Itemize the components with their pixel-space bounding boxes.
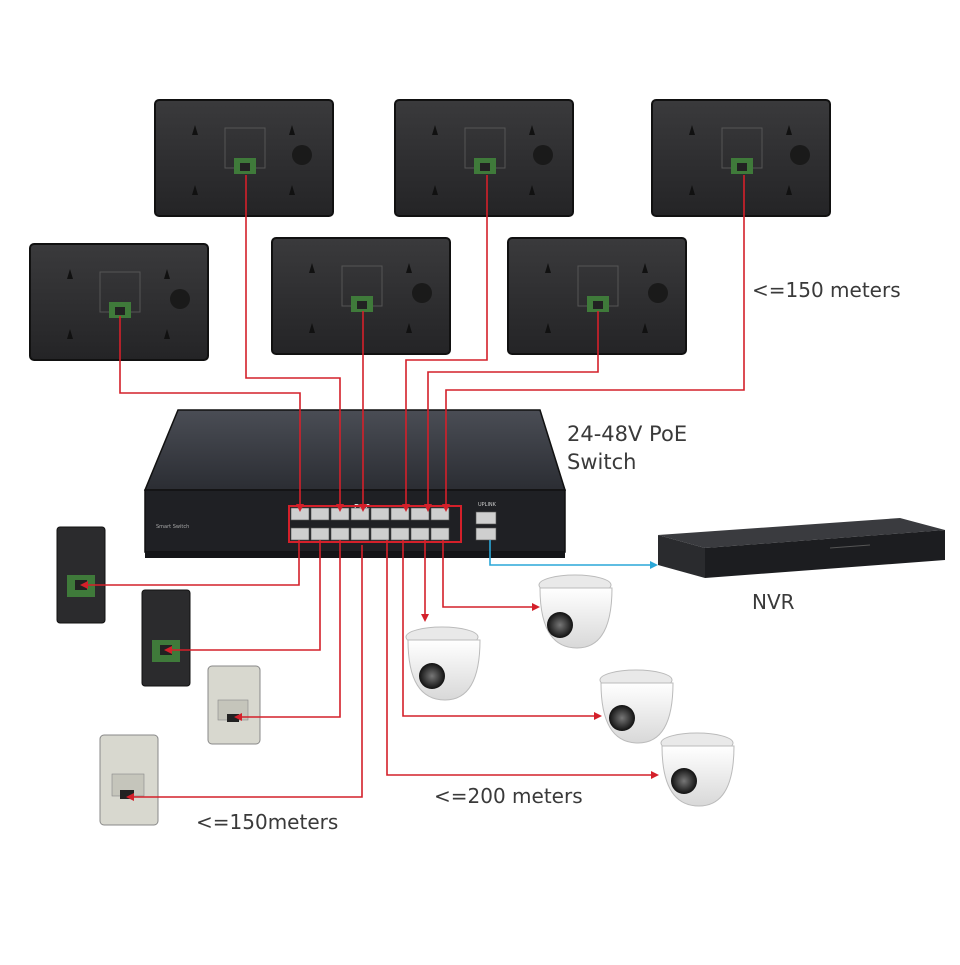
camera-3 — [599, 669, 674, 744]
monitor-6 — [507, 237, 687, 355]
nvr-label: NVR — [752, 590, 795, 614]
monitor-distance-label: <=150 meters — [752, 278, 901, 302]
switch-title-line1: 24-48V PoE — [567, 422, 688, 446]
monitor-5 — [271, 237, 451, 355]
camera-1 — [405, 626, 481, 701]
door-station-cables — [80, 540, 363, 801]
monitor-cables — [119, 175, 745, 512]
door-station-3 — [207, 665, 261, 745]
camera-cables — [386, 540, 659, 779]
monitor-4 — [29, 243, 209, 361]
monitor-1 — [154, 99, 334, 217]
monitor-3 — [651, 99, 831, 217]
camera-4 — [660, 732, 735, 807]
svg-text:Smart Switch: Smart Switch — [156, 524, 189, 530]
door-station-2 — [141, 589, 191, 687]
door-station-4 — [99, 734, 159, 826]
door-station-distance-label: <=150meters — [196, 810, 339, 834]
monitor-2 — [394, 99, 574, 217]
nvr-device — [658, 518, 945, 578]
camera-2 — [538, 574, 613, 649]
camera-distance-label: <=200 meters — [434, 784, 583, 808]
door-station-1 — [56, 526, 106, 624]
uplink-cable — [489, 540, 658, 569]
switch-title-line2: Switch — [567, 450, 637, 474]
uplink-label: UPLINK — [478, 502, 497, 508]
poe-switch: Smart Switch POE UPLINK — [143, 409, 567, 558]
